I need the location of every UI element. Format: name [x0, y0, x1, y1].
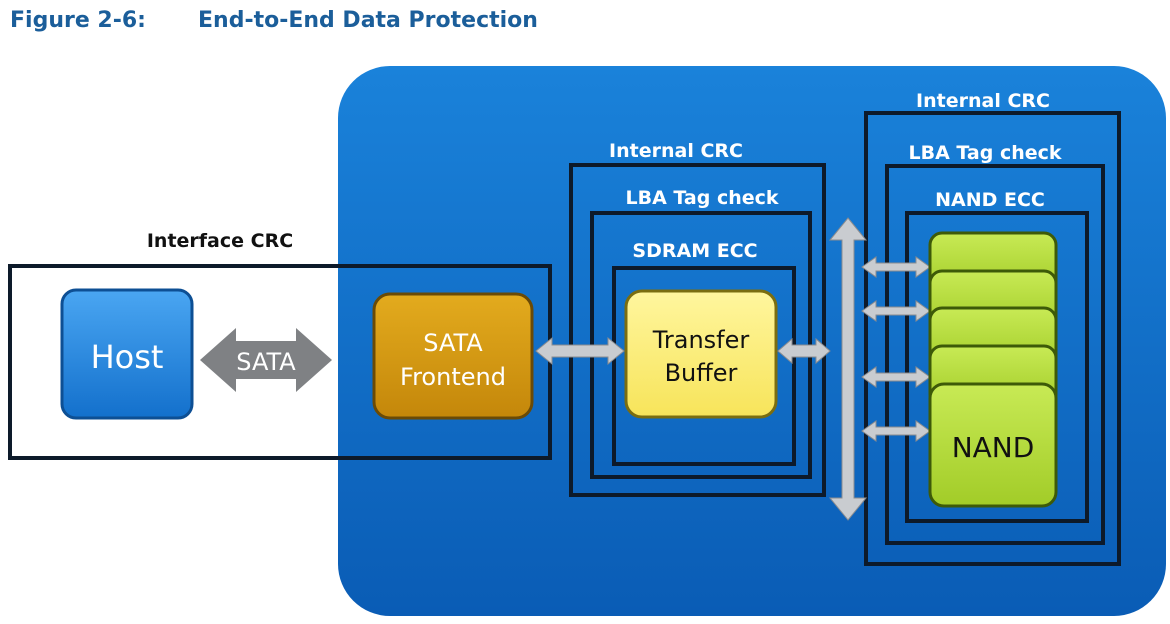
internal-crc-nand-box [864, 111, 1121, 566]
nand-ecc-box [905, 211, 1089, 523]
sata-frontend-block [372, 292, 534, 420]
host-label: Host [91, 338, 164, 376]
host-block [60, 288, 194, 420]
figure-title: End-to-End Data Protection [198, 8, 538, 33]
sdram-ecc-box [612, 266, 796, 466]
frontend-buffer-arrow-icon [535, 336, 625, 366]
lba-tag-buffer-label: LBA Tag check [625, 187, 778, 209]
sdram-ecc-label: SDRAM ECC [632, 240, 757, 262]
nand-ecc-label: NAND ECC [935, 189, 1045, 211]
transfer-buffer-block [624, 289, 778, 419]
figure-number: Figure 2-6: [10, 8, 146, 33]
buffer-label-line2: Buffer [665, 359, 738, 387]
internal-crc-nand-label: Internal CRC [916, 90, 1050, 112]
lba-tag-nand-box [885, 164, 1105, 545]
internal-crc-buffer-label: Internal CRC [609, 140, 743, 162]
frontend-label-line1: SATA [423, 329, 483, 357]
frontend-label-line2: Frontend [400, 363, 506, 391]
lba-tag-nand-label: LBA Tag check [908, 142, 1061, 164]
interface-crc-label: Interface CRC [147, 230, 293, 252]
sata-arrow-label: SATA [236, 348, 296, 376]
buffer-label-line1: Transfer [652, 326, 750, 354]
nand-block-front [928, 382, 1058, 508]
internal-bus-arrow-icon [828, 217, 868, 521]
sata-arrow-icon [200, 328, 332, 392]
nand-label: NAND [952, 431, 1035, 464]
internal-crc-buffer-box [569, 163, 826, 497]
buffer-bus-arrow-icon [777, 337, 831, 365]
